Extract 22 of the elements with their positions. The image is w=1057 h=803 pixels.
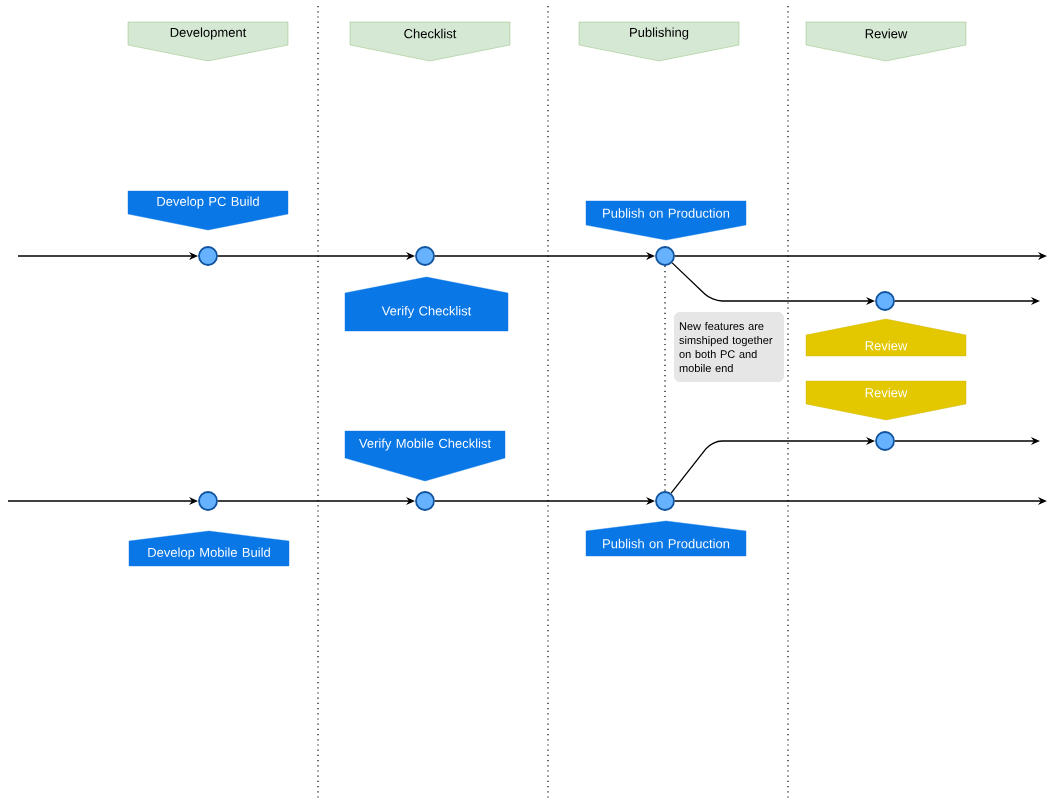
callout-pointer: Develop PC Build <box>127 190 289 231</box>
commit-circle <box>655 491 675 511</box>
commit-circle <box>875 291 895 311</box>
commit-circle <box>875 431 895 451</box>
commit-circle <box>415 491 435 511</box>
callout-pointer: Develop Mobile Build <box>128 530 290 567</box>
commit-circle <box>198 246 218 266</box>
commit-circle <box>198 491 218 511</box>
stage-banner: Development <box>127 21 289 62</box>
callout-pointer: Verify Checklist <box>344 276 509 332</box>
commit-circle <box>415 246 435 266</box>
callout-pointer: Publish on Production <box>585 200 747 241</box>
stage-banner: Review <box>805 21 967 62</box>
connector-line <box>664 265 666 492</box>
note-box: New features are simshiped together on both PC and mobile end <box>674 312 784 382</box>
callout-pointer: Publish on Production <box>585 520 747 557</box>
callout-pointer: Verify Mobile Checklist <box>344 430 506 482</box>
stage-banner: Publishing <box>578 21 740 62</box>
stage-banner: Checklist <box>349 21 511 62</box>
callout-pointer: Review <box>805 380 967 421</box>
commit-circle <box>655 246 675 266</box>
callout-pointer: Review <box>805 318 967 357</box>
